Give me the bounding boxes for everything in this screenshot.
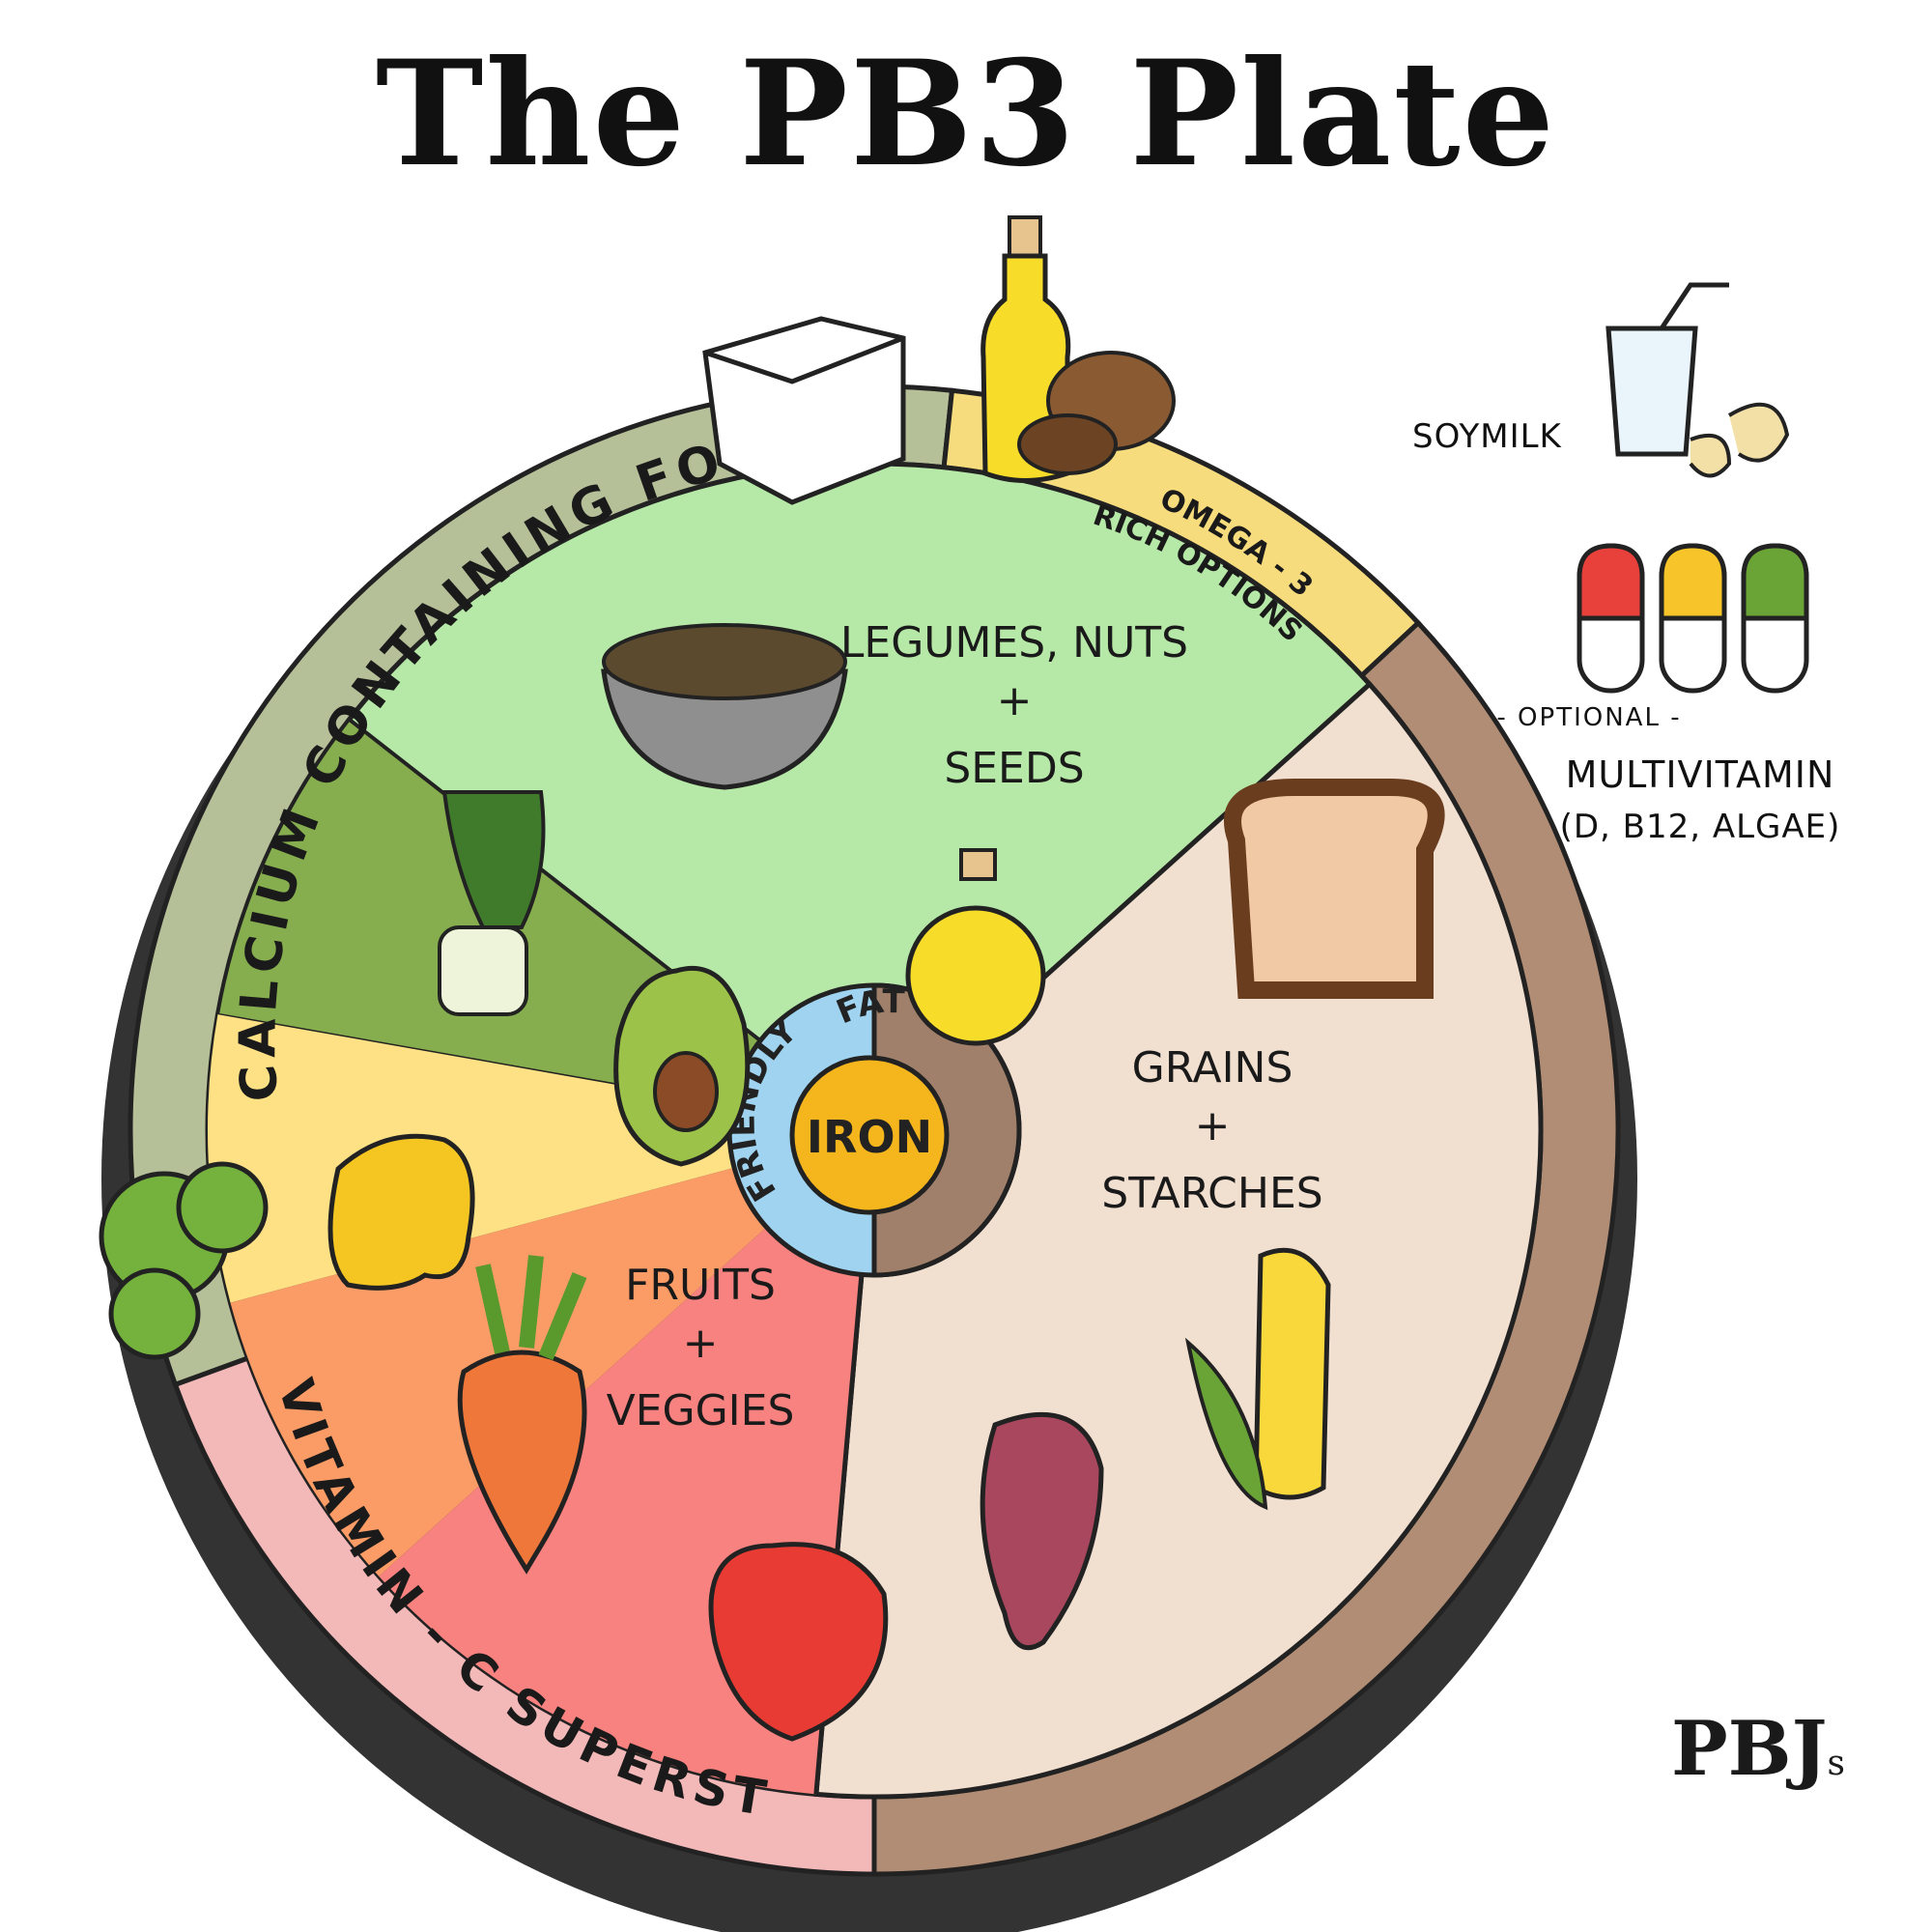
legumes-label-plus: + — [997, 676, 1033, 725]
fruits-label-plus: + — [683, 1319, 719, 1368]
tofu-illustration — [702, 316, 906, 505]
grains-label-line1: GRAINS — [1132, 1043, 1293, 1093]
walnut-illustration — [1017, 351, 1176, 475]
multivitamin-pills-illustration — [1577, 543, 1809, 694]
sweet-potato-illustration — [980, 1411, 1104, 1651]
oil-jug-illustration — [905, 848, 1046, 1046]
toast-illustration — [1224, 779, 1445, 999]
multivitamin-detail-label: (D, B12, ALGAE) — [1559, 808, 1841, 846]
carrot-illustration — [457, 1255, 587, 1575]
optional-label: - OPTIONAL - — [1496, 703, 1682, 732]
legumes-label-line2: SEEDS — [944, 744, 1084, 793]
bell-pepper-illustration — [327, 1133, 475, 1291]
center-hub: IRON FRIENDLY FAT — [724, 982, 1022, 1278]
logo-text: PBJ — [1671, 1705, 1828, 1793]
fruits-label-line1: FRUITS — [625, 1261, 776, 1310]
broccoli-illustration — [99, 1161, 269, 1360]
soymilk-label: SOYMILK — [1412, 417, 1562, 456]
iron-label: IRON — [807, 1111, 932, 1163]
corn-illustration — [1184, 1247, 1331, 1511]
cashew-illustration — [1689, 402, 1790, 478]
bok-choy-illustration — [438, 790, 546, 1016]
grains-label-plus: + — [1195, 1101, 1231, 1151]
page-title: The PB3 Plate — [375, 29, 1557, 199]
fruits-label-line2: VEGGIES — [607, 1386, 795, 1435]
strawberry-illustration — [708, 1542, 889, 1742]
pbjs-logo: PBJs — [1671, 1705, 1845, 1793]
iron-circle — [789, 1055, 950, 1215]
multivitamin-label: MULTIVITAMIN — [1565, 753, 1835, 796]
soymilk-glass-illustration — [1605, 282, 1729, 457]
logo-suffix: s — [1827, 1744, 1845, 1783]
nut-bowl-illustration — [601, 623, 848, 790]
grains-label-line2: STARCHES — [1101, 1169, 1322, 1218]
legumes-label-line1: LEGUMES, NUTS — [840, 618, 1188, 668]
avocado-illustration — [613, 965, 751, 1167]
